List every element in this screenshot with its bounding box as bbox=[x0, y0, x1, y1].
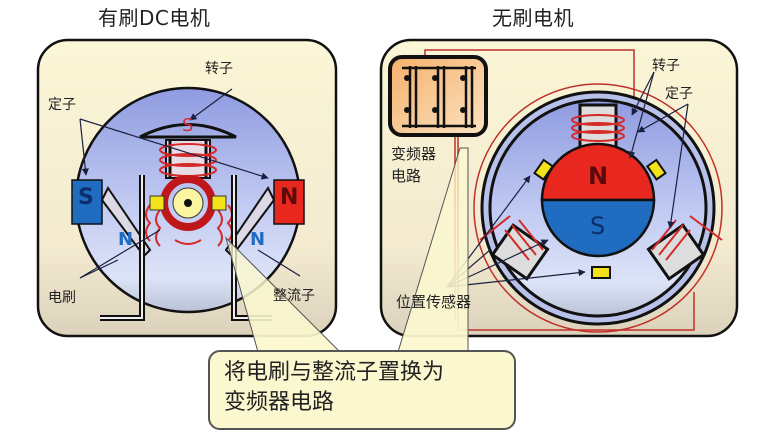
callout-line-1: 将电刷与整流子置换为 bbox=[224, 360, 445, 385]
rotor-n-pole-right: N bbox=[250, 229, 266, 250]
left-stator-label: 定子 bbox=[48, 97, 76, 113]
brushed-motor-panel bbox=[36, 38, 338, 338]
stator-s-pole: S bbox=[78, 185, 94, 210]
position-sensor-label: 位置传感器 bbox=[396, 293, 472, 311]
rotor-s-pole-brushless: S bbox=[590, 212, 606, 240]
inverter-label-line1: 变频器 bbox=[391, 145, 437, 163]
right-stator-label: 定子 bbox=[665, 86, 693, 102]
right-rotor-label: 转子 bbox=[652, 58, 680, 74]
brushed-dc-motor-title: 有刷DC电机 bbox=[98, 6, 211, 30]
rotor-n-pole: N bbox=[588, 162, 609, 190]
callout-box: 将电刷与整流子置换为 变频器电路 bbox=[208, 350, 516, 430]
stator-magnet-n bbox=[273, 179, 305, 225]
inverter-label-line2: 电路 bbox=[391, 167, 422, 185]
rotor-s-pole: S bbox=[182, 115, 194, 136]
brushless-motor-title: 无刷电机 bbox=[492, 6, 574, 30]
rotor-n-pole-left: N bbox=[118, 229, 134, 250]
left-rotor-label: 转子 bbox=[205, 61, 233, 77]
commutator-label: 整流子 bbox=[273, 288, 315, 304]
stator-n-pole: N bbox=[280, 185, 299, 210]
stator-magnet-s bbox=[71, 179, 103, 225]
brushless-motor-panel bbox=[379, 38, 739, 338]
callout-line-2: 变频器电路 bbox=[224, 390, 335, 415]
brush-label: 电刷 bbox=[48, 290, 76, 306]
